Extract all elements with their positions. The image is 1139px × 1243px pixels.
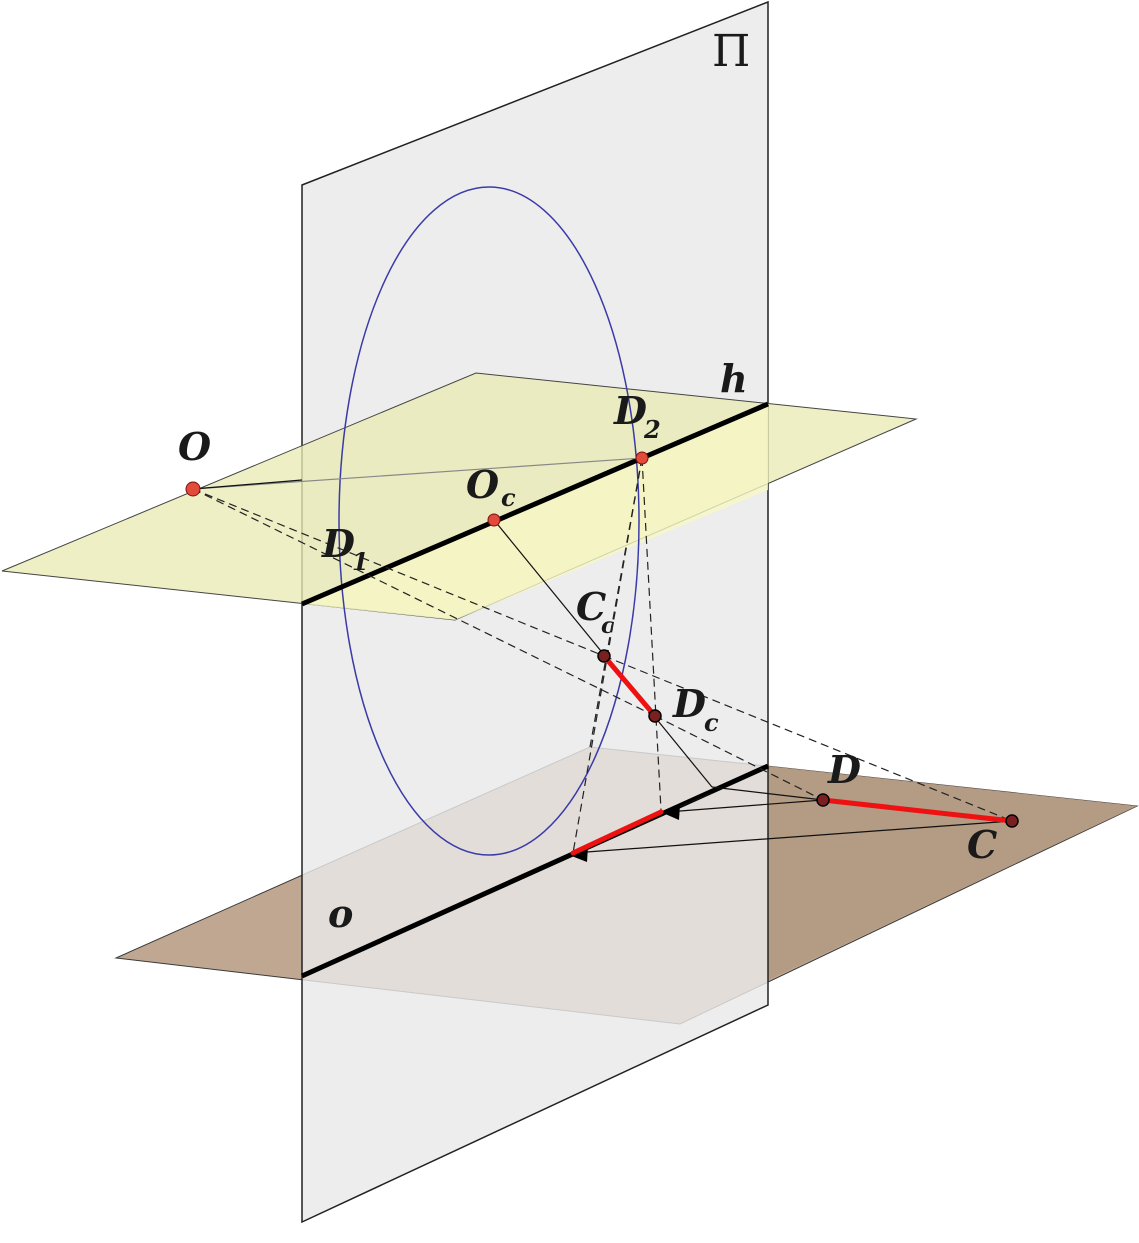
ground-plane-back: [768, 766, 1137, 980]
label-C: C: [967, 822, 997, 867]
red-segments: [570, 653, 1015, 856]
segment-ground-trace: [570, 809, 664, 856]
ground-label: o: [328, 891, 353, 936]
plane-label-pi: Π: [712, 26, 750, 77]
svg-text:D: D: [321, 521, 355, 566]
distance-circle: [338, 186, 640, 856]
svg-text:O: O: [466, 462, 499, 507]
label-O: O: [178, 424, 211, 469]
label-D: D: [827, 747, 861, 792]
svg-text:2: 2: [643, 415, 661, 444]
svg-text:D: D: [613, 388, 647, 433]
label-D2: D 2: [613, 388, 661, 444]
horizon-plane-front: [302, 404, 768, 620]
label-Dc: D c: [672, 681, 719, 737]
svg-text:c: c: [704, 708, 719, 737]
label-Cc: C c: [576, 584, 615, 639]
horizon-line: [301, 401, 769, 607]
segment-cd: [820, 797, 1015, 824]
point-C: [1005, 814, 1019, 828]
point-O: [185, 481, 201, 497]
point-Dc: [648, 709, 662, 723]
picture-plane: [301, 0, 769, 1224]
label-D1: D 1: [321, 521, 369, 576]
segment-image: [601, 653, 658, 719]
ground-line: [300, 763, 770, 979]
points: [185, 451, 1019, 828]
construction-lines: [192, 457, 1013, 854]
horizon-label: h: [720, 356, 748, 401]
svg-text:1: 1: [352, 547, 369, 576]
point-D: [816, 793, 830, 807]
point-Oc: [487, 513, 501, 527]
svg-text:c: c: [501, 483, 516, 512]
label-Oc: O c: [466, 462, 516, 512]
point-D2: [635, 451, 649, 465]
point-Cc: [597, 649, 611, 663]
svg-text:D: D: [672, 681, 706, 726]
svg-text:C: C: [576, 584, 606, 629]
svg-text:c: c: [601, 613, 615, 639]
